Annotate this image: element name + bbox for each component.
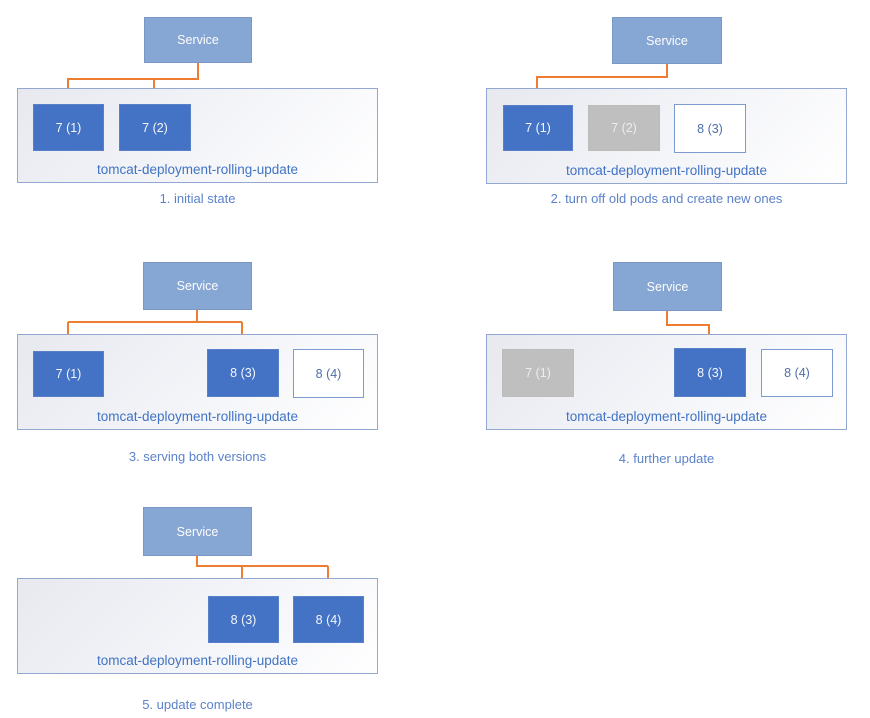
service-box: Service <box>143 262 252 310</box>
step-caption: 5. update complete <box>142 697 253 712</box>
step-caption: 1. initial state <box>159 191 236 206</box>
pod-label: 7 (1) <box>525 121 551 135</box>
pod-label: 8 (4) <box>315 366 342 381</box>
pod-8-3: 8 (3) <box>674 104 746 153</box>
pod-label: 7 (2) <box>611 121 637 135</box>
pod-label: 7 (2) <box>142 120 168 135</box>
service-label: Service <box>646 33 688 48</box>
service-box: Service <box>144 17 252 63</box>
service-label: Service <box>176 524 219 539</box>
deployment-box: 7 (1) 7 (2) 8 (3) tomcat-deployment-roll… <box>486 88 847 184</box>
deployment-box: 7 (1) 8 (3) 8 (4) tomcat-deployment-roll… <box>17 334 378 430</box>
pod-label: 8 (3) <box>697 365 723 380</box>
service-box: Service <box>143 507 252 556</box>
service-label: Service <box>176 279 219 293</box>
pod-7-2: 7 (2) <box>119 104 191 151</box>
pod-7-1: 7 (1) <box>33 351 104 397</box>
pod-label: 8 (4) <box>784 366 810 380</box>
pod-7-2: 7 (2) <box>588 105 660 151</box>
panel-step-3: Service 7 (1) 8 (3) 8 (4) tomcat-deploym… <box>0 240 435 480</box>
pod-label: 7 (1) <box>55 120 82 135</box>
step-caption: 2. turn off old pods and create new ones <box>550 191 783 206</box>
pod-label: 8 (3) <box>697 121 723 136</box>
deployment-label: tomcat-deployment-rolling-update <box>565 409 768 424</box>
pod-label: 8 (4) <box>315 612 342 627</box>
deployment-label: tomcat-deployment-rolling-update <box>96 653 299 668</box>
service-box: Service <box>613 262 722 311</box>
panel-step-5: Service 8 (3) 8 (4) tomcat-deployment-ro… <box>0 480 435 718</box>
step-caption: 4. further update <box>618 451 715 466</box>
deployment-label: tomcat-deployment-rolling-update <box>96 409 299 424</box>
pod-label: 7 (1) <box>55 367 82 381</box>
pod-label: 8 (3) <box>230 366 256 380</box>
pod-7-1: 7 (1) <box>502 349 574 397</box>
step-caption: 3. serving both versions <box>128 449 267 464</box>
deployment-label: tomcat-deployment-rolling-update <box>96 162 299 177</box>
service-label: Service <box>177 33 219 47</box>
pod-8-3: 8 (3) <box>674 348 746 397</box>
pod-7-1: 7 (1) <box>33 104 104 151</box>
pod-8-4: 8 (4) <box>293 596 364 643</box>
pod-8-3: 8 (3) <box>207 349 279 397</box>
panel-step-1: Service 7 (1) 7 (2) tomcat-deployment-ro… <box>0 0 435 240</box>
pod-8-4: 8 (4) <box>761 349 833 397</box>
panel-step-2: Service 7 (1) 7 (2) 8 (3) tomcat-deploym… <box>435 0 870 240</box>
deployment-box: 8 (3) 8 (4) tomcat-deployment-rolling-up… <box>17 578 378 674</box>
pod-8-3: 8 (3) <box>208 596 279 643</box>
deployment-label: tomcat-deployment-rolling-update <box>565 163 768 178</box>
pod-label: 7 (1) <box>525 366 551 380</box>
deployment-box: 7 (1) 7 (2) tomcat-deployment-rolling-up… <box>17 88 378 183</box>
service-label: Service <box>646 279 689 294</box>
pod-8-4: 8 (4) <box>293 349 364 398</box>
panel-step-4: Service 7 (1) 8 (3) 8 (4) tomcat-deploym… <box>435 240 870 480</box>
pod-label: 8 (3) <box>230 612 257 627</box>
deployment-box: 7 (1) 8 (3) 8 (4) tomcat-deployment-roll… <box>486 334 847 430</box>
service-box: Service <box>612 17 722 64</box>
pod-7-1: 7 (1) <box>503 105 573 151</box>
